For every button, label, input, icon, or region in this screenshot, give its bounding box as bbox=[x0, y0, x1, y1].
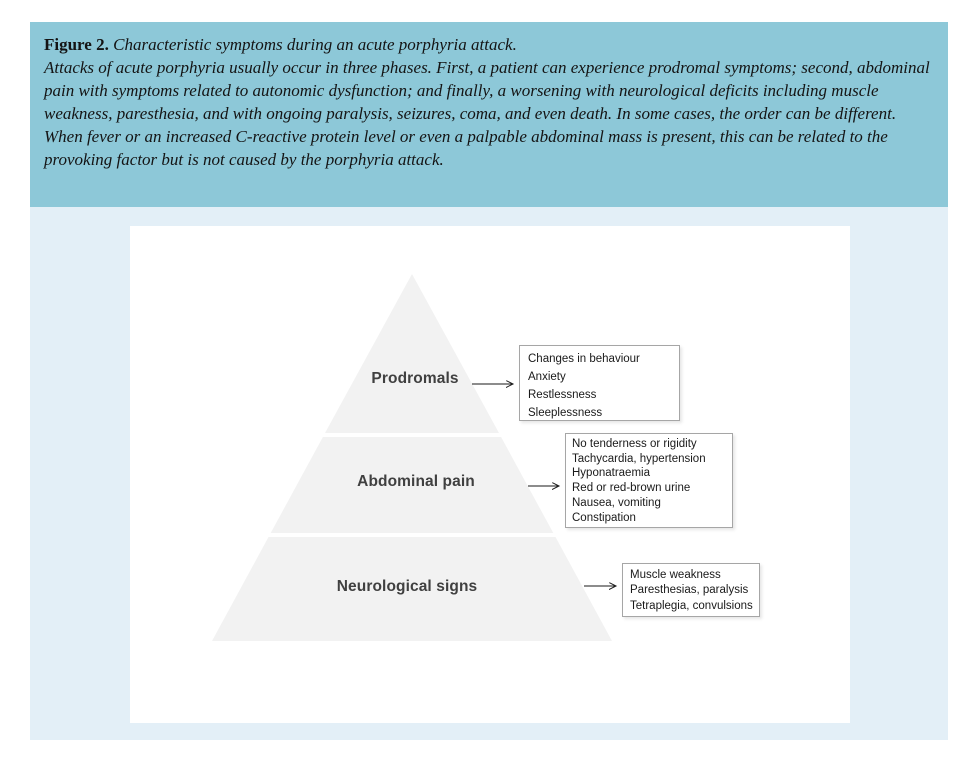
pyramid-tier-abdominal-shape bbox=[270, 437, 554, 533]
pyramid-tier-prodromals-shape bbox=[325, 274, 499, 433]
symptom-line: Nausea, vomiting bbox=[572, 496, 661, 509]
symptom-box-abdominal-pain: No tenderness or rigidity Tachycardia, h… bbox=[565, 433, 733, 528]
symptom-line: Paresthesias, paralysis bbox=[630, 584, 749, 597]
figure-caption-title-line: Figure 2. Characteristic symptoms during… bbox=[44, 33, 934, 56]
tier-label-abdominal-pain: Abdominal pain bbox=[357, 473, 475, 490]
symptom-line: No tenderness or rigidity bbox=[572, 438, 697, 450]
symptom-line: Constipation bbox=[572, 511, 636, 524]
symptom-line: Changes in behaviour bbox=[528, 353, 640, 365]
figure-title: Characteristic symptoms during an acute … bbox=[113, 35, 517, 54]
pyramid-diagram bbox=[212, 274, 850, 641]
symptom-box-prodromals: Changes in behaviour Anxiety Restlessnes… bbox=[519, 345, 680, 421]
tier-label-prodromals: Prodromals bbox=[371, 370, 459, 387]
symptom-line: Tetraplegia, convulsions bbox=[630, 599, 753, 612]
figure-caption-box: Figure 2. Characteristic symptoms during… bbox=[30, 22, 948, 207]
pyramid-tier-neurological-shape bbox=[212, 537, 612, 641]
symptom-line: Tachycardia, hypertension bbox=[572, 452, 706, 465]
tier-label-neurological-signs: Neurological signs bbox=[336, 578, 478, 595]
symptom-line: Muscle weakness bbox=[630, 569, 721, 581]
symptom-line: Hyponatraemia bbox=[572, 467, 650, 480]
symptom-line: Restlessness bbox=[528, 389, 597, 401]
figure-number-label: Figure 2. bbox=[44, 35, 109, 54]
symptom-box-neurological-signs: Muscle weakness Paresthesias, paralysis … bbox=[622, 563, 760, 617]
figure-caption-body: Attacks of acute porphyria usually occur… bbox=[44, 58, 930, 169]
symptom-line: Anxiety bbox=[528, 371, 566, 383]
symptom-line: Sleeplessness bbox=[528, 407, 603, 419]
symptom-line: Red or red-brown urine bbox=[572, 482, 691, 495]
